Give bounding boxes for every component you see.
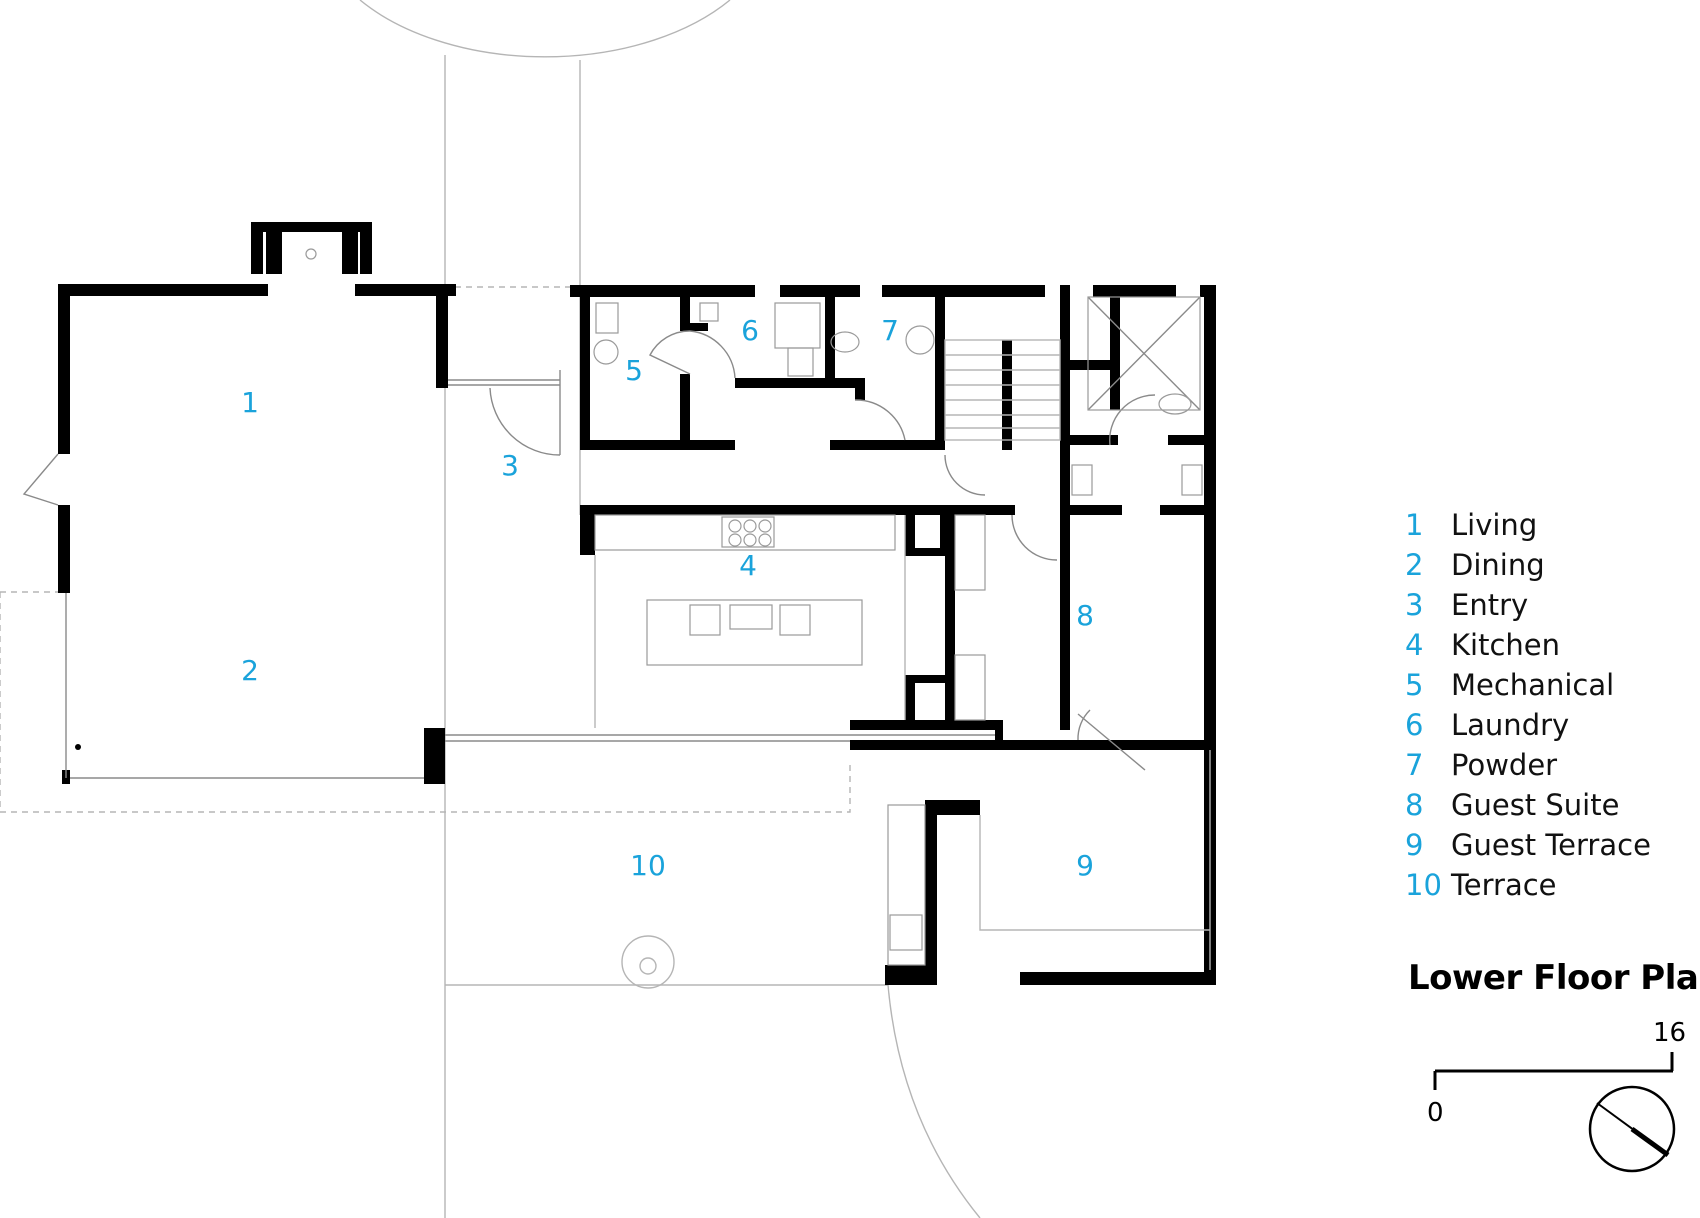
room-number-2: 2 bbox=[241, 654, 259, 687]
room-number-7: 7 bbox=[881, 314, 899, 347]
walls bbox=[58, 222, 1216, 985]
room-numbers: 1 2 3 4 5 6 7 8 9 10 bbox=[241, 314, 1094, 882]
site-lines bbox=[359, 0, 981, 1218]
room-number-5: 5 bbox=[625, 354, 643, 387]
scale-min-label: 0 bbox=[1427, 1098, 1444, 1128]
room-number-1: 1 bbox=[241, 386, 259, 419]
room-number-3: 3 bbox=[501, 449, 519, 482]
room-number-6: 6 bbox=[741, 314, 759, 347]
room-number-9: 9 bbox=[1076, 849, 1094, 882]
scale-bar bbox=[1433, 1052, 1674, 1090]
plan-title: Lower Floor Plan bbox=[1408, 958, 1700, 998]
room-number-8: 8 bbox=[1076, 599, 1094, 632]
north-arrow-icon bbox=[1588, 1085, 1676, 1173]
interior-details bbox=[22, 296, 1211, 989]
scale-max-label: 16 bbox=[1653, 1018, 1687, 1048]
overhang-outlines bbox=[0, 286, 851, 813]
room-number-10: 10 bbox=[630, 849, 666, 882]
room-number-4: 4 bbox=[739, 549, 757, 582]
